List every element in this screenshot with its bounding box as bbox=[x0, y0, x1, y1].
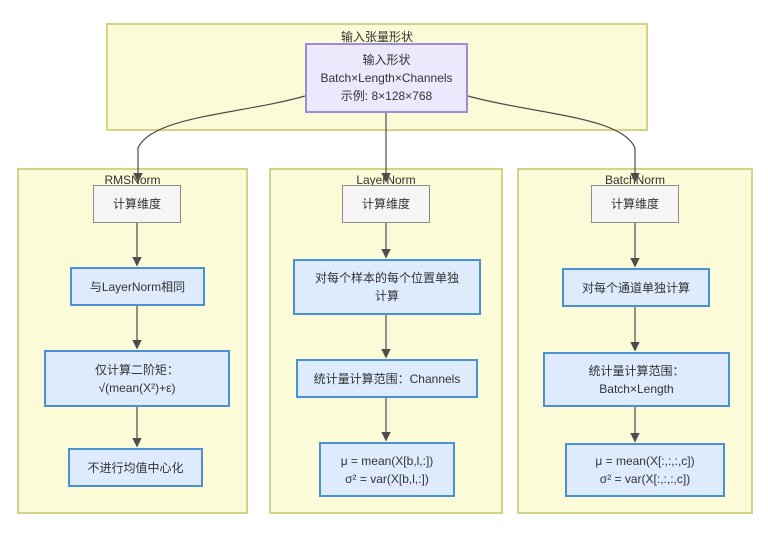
layernorm-step-1: 对每个样本的每个位置单独 计算 bbox=[293, 259, 481, 315]
input-shape-line: Batch×Length×Channels bbox=[320, 71, 453, 85]
rmsnorm-dim-node: 计算维度 bbox=[93, 185, 181, 223]
dim-label: 计算维度 bbox=[361, 197, 410, 211]
input-shape-node: 输入形状 Batch×Length×Channels 示例: 8×128×768 bbox=[305, 43, 468, 113]
step-line: 对每个通道单独计算 bbox=[581, 280, 690, 295]
step-line: 对每个样本的每个位置单独 bbox=[314, 271, 459, 285]
step-line: 统计量计算范围：Channels bbox=[313, 371, 461, 386]
step-line: 与LayerNorm相同 bbox=[89, 279, 186, 294]
step-line: 统计量计算范围： bbox=[588, 363, 685, 378]
rmsnorm-step-1: 与LayerNorm相同 bbox=[70, 267, 205, 306]
group-rmsnorm-title: RMSNorm bbox=[104, 173, 161, 187]
edge-input-to-rmsnorm bbox=[133, 95, 306, 183]
batchnorm-dim-node: 计算维度 bbox=[591, 185, 679, 223]
step-line: 不进行均值中心化 bbox=[87, 460, 184, 475]
step-line: Batch×Length bbox=[599, 381, 674, 396]
rmsnorm-step-2: 仅计算二阶矩： √(mean(X²)+ε) bbox=[44, 350, 230, 407]
layernorm-step-2: 统计量计算范围：Channels bbox=[296, 359, 478, 398]
step-line: σ² = var(X[:,:,:,c]) bbox=[599, 472, 691, 486]
batchnorm-step-1: 对每个通道单独计算 bbox=[562, 268, 710, 307]
input-shape-line: 示例: 8×128×768 bbox=[340, 89, 433, 103]
rmsnorm-step-3: 不进行均值中心化 bbox=[68, 448, 203, 487]
layernorm-step-3: μ = mean(X[b,l,:]) σ² = var(X[b,l,:]) bbox=[319, 442, 455, 497]
batchnorm-step-2: 统计量计算范围： Batch×Length bbox=[543, 352, 730, 407]
step-line: 计算 bbox=[374, 289, 399, 303]
step-line: 仅计算二阶矩： bbox=[94, 362, 179, 377]
edge-input-to-batchnorm bbox=[467, 95, 640, 183]
batchnorm-step-3: μ = mean(X[:,:,:,c]) σ² = var(X[:,:,:,c]… bbox=[565, 443, 725, 497]
step-line: √(mean(X²)+ε) bbox=[98, 380, 176, 395]
step-line: μ = mean(X[b,l,:]) bbox=[340, 453, 434, 468]
dim-label: 计算维度 bbox=[610, 197, 659, 211]
input-shape-line: 输入形状 bbox=[362, 53, 411, 67]
step-line: σ² = var(X[b,l,:]) bbox=[345, 471, 429, 486]
dim-label: 计算维度 bbox=[112, 197, 161, 211]
group-input-title: 输入张量形状 bbox=[340, 30, 413, 44]
step-line: μ = mean(X[:,:,:,c]) bbox=[595, 454, 695, 468]
group-input-tensor-shape: 输入张量形状 bbox=[106, 23, 648, 131]
layernorm-dim-node: 计算维度 bbox=[342, 185, 430, 223]
